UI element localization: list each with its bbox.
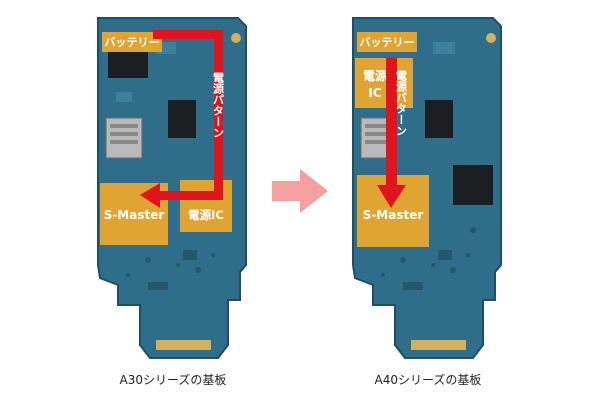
left-pcb-components [105,33,241,350]
svg-text:電源パターン: 電源パターン [212,72,225,138]
right-smaster-label: S-Master [363,208,424,222]
right-pcb-components [360,33,496,350]
svg-text:電源パターン: 電源パターン [395,70,408,136]
right-power-ic-box [355,58,413,108]
left-power-ic-label: 電源IC [188,208,224,222]
left-power-pattern-arrow [140,30,223,208]
left-board-image: バッテリー S-Master 電源IC 電源パターン [97,17,247,359]
left-caption: A30シリーズの基板 [119,373,227,387]
right-caption: A40シリーズの基板 [374,373,482,387]
left-pcb [97,17,247,359]
left-battery-label: バッテリー [105,36,160,49]
right-pattern-label: 電源パターン [395,70,408,136]
right-board: バッテリー 電源 IC S-Master 電源パターン [343,0,513,370]
left-battery-box [102,32,162,52]
right-power-ic-label-line1: 電源 [363,68,387,83]
right-board-image: バッテリー 電源 IC S-Master 電源パターン [352,17,502,359]
left-board: バッテリー S-Master 電源IC 電源パターン [88,0,258,370]
right-power-ic-label-line2: IC [368,86,381,100]
left-power-ic-box [180,180,232,232]
right-power-pattern-arrow [377,58,406,208]
left-smaster-label: S-Master [104,208,165,222]
right-battery-label: バッテリー [360,36,415,49]
comparison-arrow-icon [272,169,328,213]
right-battery-box [357,32,417,52]
left-pattern-label: 電源パターン [212,72,225,138]
